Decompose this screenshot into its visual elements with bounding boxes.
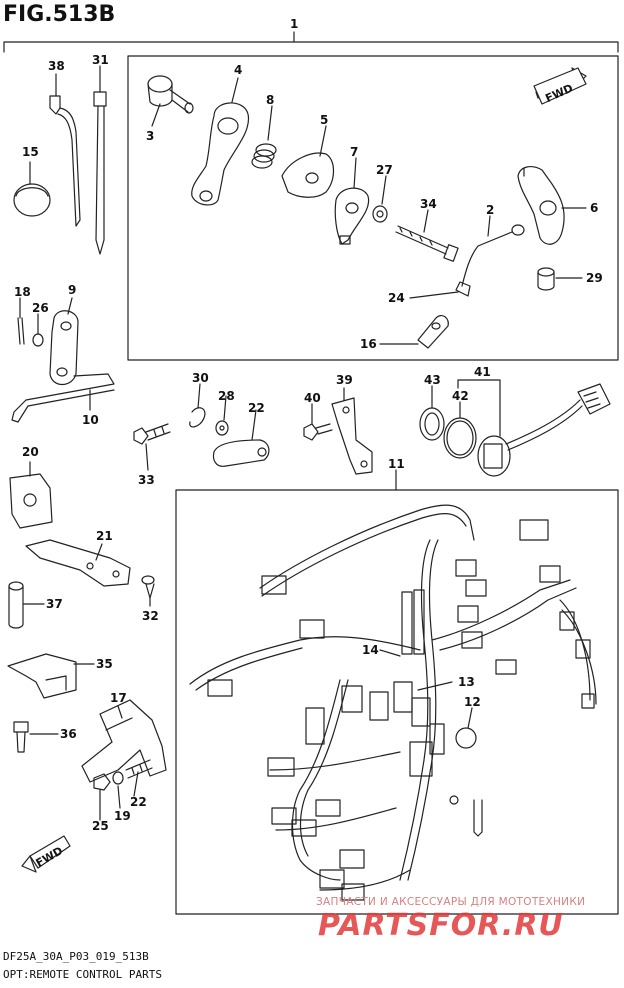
- label-part-43: 43: [424, 373, 441, 387]
- label-part-10: 10: [82, 413, 99, 427]
- label-part-6: 6: [590, 201, 598, 215]
- label-part-5: 5: [320, 113, 328, 127]
- watermark-caption: ЗАПЧАСТИ И АКСЕССУАРЫ ДЛЯ МОТОТЕХНИКИ: [316, 896, 586, 908]
- frame-harness-assembly: [175, 489, 619, 915]
- label-part-22: 22: [248, 401, 265, 415]
- label-part-42: 42: [452, 389, 469, 403]
- part-5-cam: [281, 152, 335, 198]
- part-43-seal: [419, 407, 445, 441]
- label-part-15: 15: [22, 145, 39, 159]
- label-part-1: 1: [290, 17, 298, 31]
- part-41-connector-harness: [477, 383, 611, 477]
- part-3-bushing: [147, 75, 194, 114]
- part-27-washer: [372, 205, 388, 223]
- part-8-spring: [251, 143, 277, 169]
- part-2-rod: [455, 224, 525, 297]
- part-37-collar: [8, 581, 24, 629]
- label-part-41: 41: [474, 365, 491, 379]
- watermark-logo: PARTSFOR.RU: [318, 908, 564, 943]
- fwd-arrow-top: [533, 67, 587, 105]
- label-part-21: 21: [96, 529, 113, 543]
- part-30-clip: [189, 407, 206, 428]
- label-part-8: 8: [266, 93, 274, 107]
- label-part-16: 16: [360, 337, 377, 351]
- label-part-20: 20: [22, 445, 39, 459]
- part-9-lever: [49, 310, 79, 386]
- frame-main-bracket: [3, 41, 619, 53]
- label-part-14: 14: [362, 643, 379, 657]
- label-part-33: 33: [138, 473, 155, 487]
- label-part-11: 11: [388, 457, 405, 471]
- figure-title: FIG.513B: [3, 2, 116, 27]
- label-part-27: 27: [376, 163, 393, 177]
- part-26-washer: [32, 333, 44, 347]
- part-11-wiring-harness: [189, 504, 597, 901]
- label-part-4: 4: [234, 63, 242, 77]
- part-19-washer: [112, 771, 124, 785]
- part-21-bracket: [25, 539, 131, 587]
- label-part-30: 30: [192, 371, 209, 385]
- label-part-39: 39: [336, 373, 353, 387]
- part-32-bolt: [141, 575, 155, 599]
- label-part-17: 17: [110, 691, 127, 705]
- part-35-plate: [7, 653, 77, 699]
- part-7-link: [334, 187, 370, 245]
- label-part-13: 13: [458, 675, 475, 689]
- label-part-37: 37: [46, 597, 63, 611]
- frame-upper-assembly: [127, 55, 619, 361]
- label-part-29: 29: [586, 271, 603, 285]
- part-42-oring: [443, 417, 477, 459]
- part-29-collar: [537, 267, 555, 291]
- fwd-arrow-bottom: [21, 835, 71, 873]
- label-part-23: 22: [130, 795, 147, 809]
- label-part-28: 28: [218, 389, 235, 403]
- part-23-bolt: [125, 759, 153, 779]
- part-39-bracket: [331, 397, 373, 475]
- label-part-25: 25: [92, 819, 109, 833]
- label-part-31: 31: [92, 53, 109, 67]
- part-22-lever: [212, 439, 270, 467]
- part-17-bracket: [81, 699, 167, 783]
- part-25-nut: [93, 773, 111, 791]
- part-6-bracket: [517, 166, 565, 245]
- part-15-grommet: [13, 183, 51, 217]
- label-part-36: 36: [60, 727, 77, 741]
- part-16-joint: [417, 314, 449, 349]
- part-36-bolt: [13, 721, 29, 753]
- label-part-7: 7: [350, 145, 358, 159]
- part-33-bolt: [133, 423, 171, 445]
- part-40-bolt: [303, 423, 333, 441]
- part-38-clip: [49, 95, 81, 227]
- part-20-pad: [9, 473, 53, 529]
- label-part-34: 34: [420, 197, 437, 211]
- label-part-9: 9: [68, 283, 76, 297]
- label-part-32: 32: [142, 609, 159, 623]
- part-28-washer: [215, 420, 229, 436]
- part-18-pin: [17, 317, 25, 345]
- footer-drawing-code: DF25A_30A_P03_019_513B: [3, 950, 149, 963]
- label-part-2: 2: [486, 203, 494, 217]
- part-4-lever: [191, 102, 250, 206]
- label-part-12: 12: [464, 695, 481, 709]
- label-part-40: 40: [304, 391, 321, 405]
- label-part-26: 26: [32, 301, 49, 315]
- label-part-3: 3: [146, 129, 154, 143]
- label-part-35: 35: [96, 657, 113, 671]
- footer-caption: OPT:REMOTE CONTROL PARTS: [3, 968, 162, 981]
- label-part-24: 24: [388, 291, 405, 305]
- label-part-18: 18: [14, 285, 31, 299]
- part-31-tie: [93, 91, 107, 255]
- label-part-38: 38: [48, 59, 65, 73]
- label-part-19: 19: [114, 809, 131, 823]
- part-10-rod: [11, 373, 115, 423]
- part-34-bolt: [395, 225, 459, 262]
